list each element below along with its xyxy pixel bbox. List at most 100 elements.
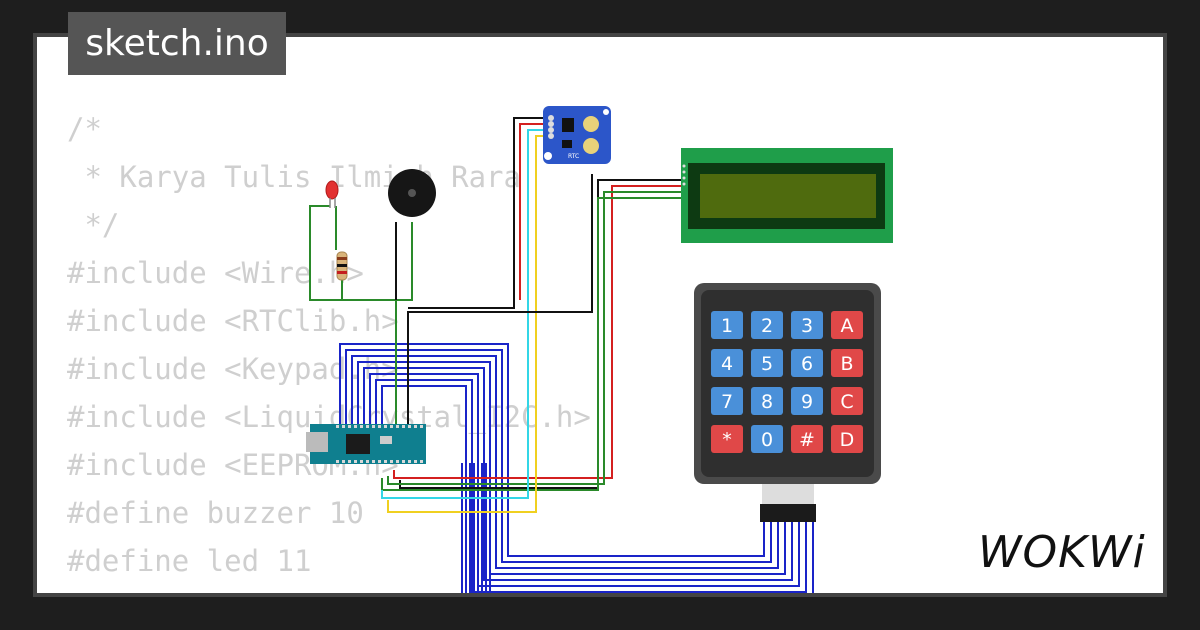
nano-pin (378, 460, 381, 463)
nano-pin (420, 425, 423, 428)
keypad-wire (345, 349, 772, 563)
keypad-key-label: 8 (761, 391, 773, 413)
nano-pin (354, 460, 357, 463)
nano-pin (342, 460, 345, 463)
nano-pin (360, 460, 363, 463)
code-line: #include <RTClib.h> (67, 304, 399, 338)
nano-pin (372, 460, 375, 463)
keypad-key-3[interactable]: 3 (791, 311, 823, 339)
lcd-display[interactable] (681, 148, 893, 243)
nano-pin (396, 460, 399, 463)
keypad-key-label: 9 (801, 391, 813, 413)
resistor[interactable] (336, 251, 348, 281)
keypad-key-C[interactable]: C (831, 387, 863, 415)
keypad-key-label: B (840, 353, 853, 375)
keypad-key-7[interactable]: 7 (711, 387, 743, 415)
nano-pin (336, 425, 339, 428)
keypad-key-A[interactable]: A (831, 311, 863, 339)
nano-pin (384, 425, 387, 428)
keypad-key-1[interactable]: 1 (711, 311, 743, 339)
wire-lcd-scl (381, 197, 684, 491)
keypad-key-label: 0 (761, 429, 773, 451)
nano-pin (348, 425, 351, 428)
keypad-key-#[interactable]: # (791, 425, 823, 453)
code-line: /* (67, 112, 102, 146)
file-tab[interactable]: sketch.ino (68, 12, 286, 75)
wire-rtc-gnd (408, 117, 550, 309)
nano-pin (390, 460, 393, 463)
keypad-key-2[interactable]: 2 (751, 311, 783, 339)
nano-pin (408, 460, 411, 463)
keypad-wires (339, 343, 814, 593)
rtc-label: RTC (568, 153, 579, 160)
keypad-key-4[interactable]: 4 (711, 349, 743, 377)
keypad-key-label: * (722, 429, 732, 451)
nano-pin (348, 460, 351, 463)
wire-buzzer-gnd (395, 222, 413, 430)
wire-lcd-vcc (393, 185, 684, 479)
code-line: #include <Wire.h> (67, 256, 364, 290)
keypad-key-label: 1 (721, 315, 733, 337)
keypad-wire (339, 343, 765, 557)
keypad-key-B[interactable]: B (831, 349, 863, 377)
code-line: #define relay 12 (67, 585, 591, 593)
nano-pin (390, 425, 393, 428)
red-led[interactable] (325, 180, 339, 208)
keypad-wire (369, 373, 800, 587)
nano-pin (366, 425, 369, 428)
keypad-key-label: 5 (761, 353, 773, 375)
code-line: #include <Keypad.h> (67, 352, 399, 386)
code-line: * Karya Tulis Ilmiah Rara (67, 160, 521, 194)
code-background: /* * Karya Tulis Ilmiah Rara */ #include … (67, 105, 591, 593)
wire-lcd-gnd (399, 179, 684, 489)
code-line: #define led 11 (67, 544, 312, 578)
keypad-key-label: 2 (761, 315, 773, 337)
keypad-key-label: 3 (801, 315, 813, 337)
code-line: */ (67, 208, 120, 242)
keypad-wire (375, 379, 807, 593)
nano-pin (408, 425, 411, 428)
nano-pin (384, 460, 387, 463)
keypad-wire (363, 367, 793, 581)
wire-lcd-sda (387, 191, 684, 485)
wire-rtc-scl (387, 135, 550, 513)
nano-pin (414, 425, 417, 428)
wire-lcd-gnd-top (407, 174, 593, 430)
arduino-nano[interactable] (306, 424, 426, 464)
wire-led-anode (309, 205, 408, 301)
buzzer[interactable] (388, 169, 436, 217)
keypad-key-label: D (840, 429, 855, 451)
rtc-module[interactable]: RTC (543, 106, 611, 164)
wire-rtc-sda (381, 129, 550, 499)
keypad-key-6[interactable]: 6 (791, 349, 823, 377)
nano-pin (366, 460, 369, 463)
keypad-key-9[interactable]: 9 (791, 387, 823, 415)
keypad-key-0[interactable]: 0 (751, 425, 783, 453)
nano-pin (414, 460, 417, 463)
wire-rtc-vcc (519, 123, 544, 300)
nano-pin (420, 460, 423, 463)
keypad-key-label: # (799, 429, 815, 451)
keypad-key-label: 7 (721, 391, 733, 413)
keypad-key-5[interactable]: 5 (751, 349, 783, 377)
keypad-key-*[interactable]: * (711, 425, 743, 453)
nano-pin (378, 425, 381, 428)
nano-pin (396, 425, 399, 428)
keypad-key-D[interactable]: D (831, 425, 863, 453)
nano-pin (360, 425, 363, 428)
keypad-key-8[interactable]: 8 (751, 387, 783, 415)
nano-pin (372, 425, 375, 428)
nano-pin (402, 425, 405, 428)
keypad-key-label: C (840, 391, 853, 413)
keypad-wire (351, 355, 779, 569)
nano-pin (336, 460, 339, 463)
nano-pin (354, 425, 357, 428)
keypad-wire (381, 385, 814, 593)
code-line: #define buzzer 10 (67, 496, 364, 530)
keypad-key-label: 6 (801, 353, 813, 375)
wires (309, 117, 814, 593)
keypad-key-label: 4 (721, 353, 733, 375)
nano-pin (342, 425, 345, 428)
